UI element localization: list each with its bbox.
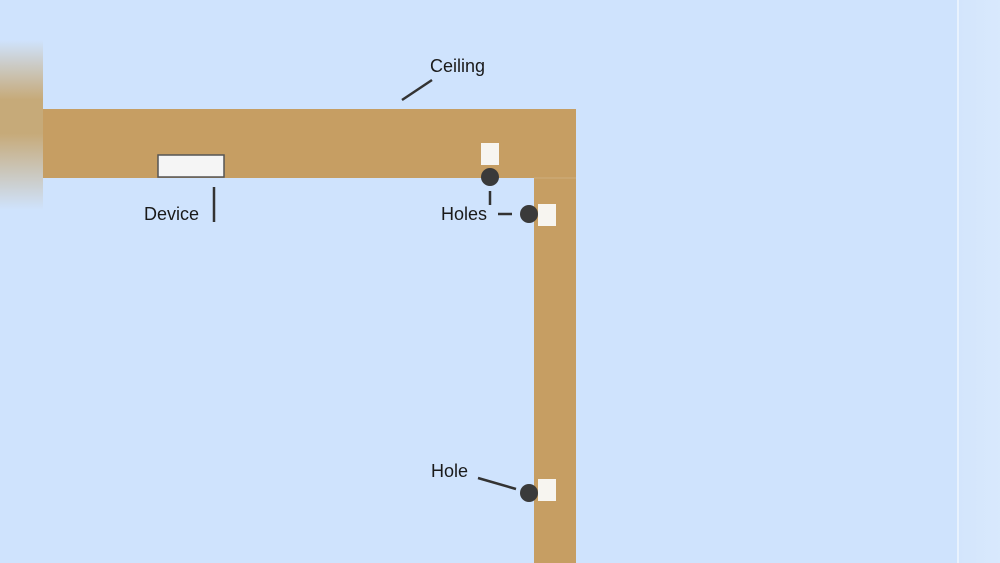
wall-beam: [534, 178, 576, 563]
ceiling-leader-line: [401, 78, 433, 102]
hole-leader-line: [477, 476, 517, 491]
device-box: [157, 154, 225, 178]
hole-icon-bottom: [520, 484, 538, 502]
hole-icon-mid: [520, 205, 538, 223]
device-label: Device: [144, 204, 200, 224]
left-edge-blur: [0, 40, 43, 210]
right-edge-panel: [957, 0, 1000, 563]
ceiling-label: Ceiling: [430, 56, 486, 76]
holes-label: Holes: [441, 204, 488, 224]
marker-square-top: [481, 143, 499, 165]
hole-icon-top: [481, 168, 499, 186]
marker-square-bottom: [538, 479, 556, 501]
hole-label: Hole: [431, 461, 469, 481]
marker-square-mid: [538, 204, 556, 226]
